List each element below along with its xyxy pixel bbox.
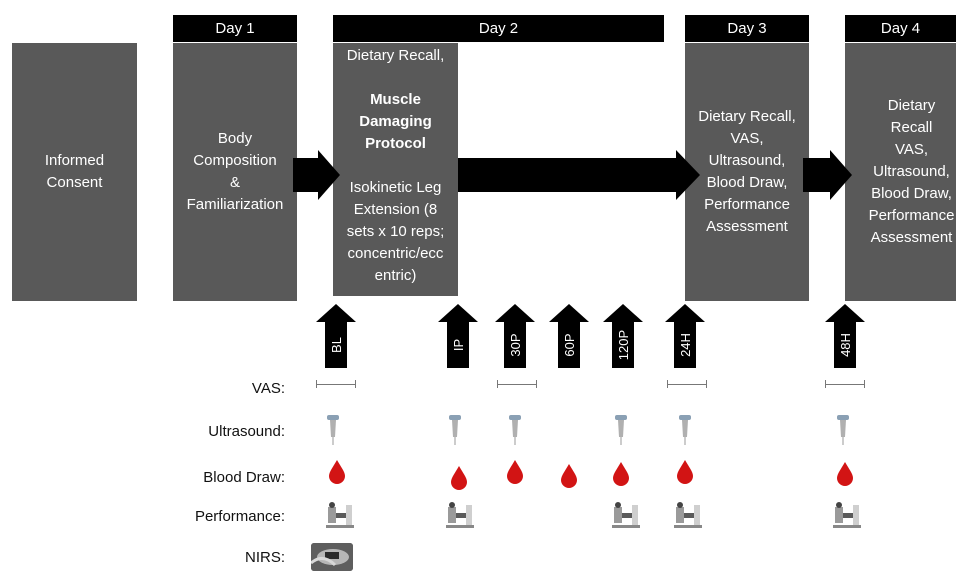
day3-text: Dietary Recall, VAS, Ultrasound, Blood D… xyxy=(698,108,796,235)
nirs-device-icon xyxy=(311,543,353,571)
timepoint-label: 48H xyxy=(838,333,853,357)
timepoint-label: 120P xyxy=(616,330,631,360)
timepoint-ip: IP xyxy=(438,304,478,368)
row-label-ultrasound: Ultrasound: xyxy=(208,423,285,440)
day4-box: Dietary Recall VAS, Ultrasound, Blood Dr… xyxy=(845,43,956,301)
timepoint-60p: 60P xyxy=(549,304,589,368)
day1-text: Body Composition & Familiarization xyxy=(186,130,284,213)
vas-scale-icon xyxy=(825,380,865,388)
day2-protocol-bold: Muscle Damaging Protocol xyxy=(359,90,432,152)
row-label-nirs: NIRS: xyxy=(244,549,285,566)
day2-box: Dietary Recall, Muscle Damaging Protocol… xyxy=(333,43,458,296)
day4-header: Day 4 xyxy=(845,15,956,42)
informed-consent-box: Informed Consent xyxy=(12,43,137,301)
timepoint-label: 60P xyxy=(562,333,577,356)
performance-machine-icon xyxy=(612,502,640,528)
vas-scale-icon xyxy=(316,380,356,388)
timepoint-label: 30P xyxy=(508,333,523,356)
timepoint-30p: 30P xyxy=(495,304,535,368)
day3-header: Day 3 xyxy=(685,15,809,42)
day2-recall-text: Dietary Recall, xyxy=(346,46,445,64)
informed-consent-text: Informed Consent xyxy=(44,152,105,191)
day2-detail-text: Isokinetic Leg Extension (8 sets x 10 re… xyxy=(346,178,445,284)
timepoint-label: BL xyxy=(329,337,344,353)
row-label-blood-draw: Blood Draw: xyxy=(203,469,285,486)
day1-box: Body Composition & Familiarization xyxy=(173,43,297,301)
row-label-performance: Performance: xyxy=(194,508,285,525)
timepoint-label: IP xyxy=(451,339,466,351)
vas-scale-icon xyxy=(667,380,707,388)
performance-machine-icon xyxy=(446,502,474,528)
day3-box: Dietary Recall, VAS, Ultrasound, Blood D… xyxy=(685,43,809,301)
timepoint-bl: BL xyxy=(316,304,356,368)
day4-text: Dietary Recall VAS, Ultrasound, Blood Dr… xyxy=(868,97,955,246)
performance-machine-icon xyxy=(833,502,861,528)
day1-header: Day 1 xyxy=(173,15,297,42)
performance-machine-icon xyxy=(326,502,354,528)
day2-header: Day 2 xyxy=(333,15,664,42)
timepoint-label: 24H xyxy=(678,333,693,357)
vas-scale-icon xyxy=(497,380,537,388)
timepoint-24h: 24H xyxy=(665,304,705,368)
timepoint-48h: 48H xyxy=(825,304,865,368)
performance-machine-icon xyxy=(674,502,702,528)
row-label-vas: VAS: xyxy=(251,380,285,397)
timepoint-120p: 120P xyxy=(603,304,643,368)
